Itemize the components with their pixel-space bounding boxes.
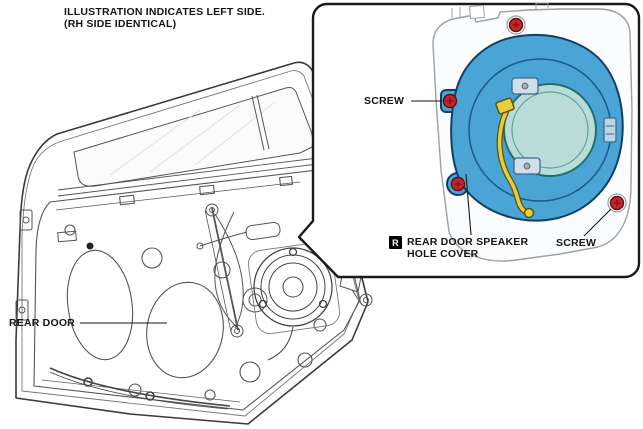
- window-glass: [73, 87, 314, 187]
- door-inner-panel: [33, 167, 361, 411]
- door-handle: [196, 221, 281, 250]
- remove-step-badge: R: [389, 236, 402, 249]
- speaker-opening: [247, 241, 341, 361]
- service-wire: [495, 97, 535, 219]
- wire-terminal: [523, 207, 535, 219]
- door-outer-outline: [15, 61, 369, 425]
- screw-bottom-label: SCREW: [556, 237, 597, 249]
- cover-label-line-1: REAR DOOR SPEAKER: [407, 236, 529, 248]
- leader-lines: [80, 100, 612, 324]
- wire-connector: [495, 97, 515, 115]
- door-sill: [57, 155, 335, 197]
- screws: [442, 15, 627, 213]
- speaker-hole-cover-label: R REAR DOOR SPEAKER HOLE COVER: [389, 236, 528, 260]
- orientation-note: ILLUSTRATION INDICATES LEFT SIDE. (RH SI…: [64, 6, 265, 30]
- callout-content: [432, 2, 633, 262]
- rear-door-label: REAR DOOR: [9, 317, 75, 329]
- screw-left-label: SCREW: [364, 95, 405, 107]
- window-regulator: [204, 203, 268, 338]
- screw-bottom-leader: [583, 208, 612, 237]
- cover-label-line-2: HOLE COVER: [407, 248, 479, 260]
- rear-door-illustration: [15, 61, 373, 425]
- speaker-cone: [503, 83, 597, 177]
- speaker-hole-cover: [440, 34, 624, 222]
- door-hinges: [15, 209, 94, 321]
- cover-label-leader: [465, 173, 472, 236]
- note-line-1: ILLUSTRATION INDICATES LEFT SIDE.: [64, 6, 266, 18]
- wiring-harness: [49, 367, 231, 410]
- note-line-2: (RH SIDE IDENTICAL): [64, 18, 177, 30]
